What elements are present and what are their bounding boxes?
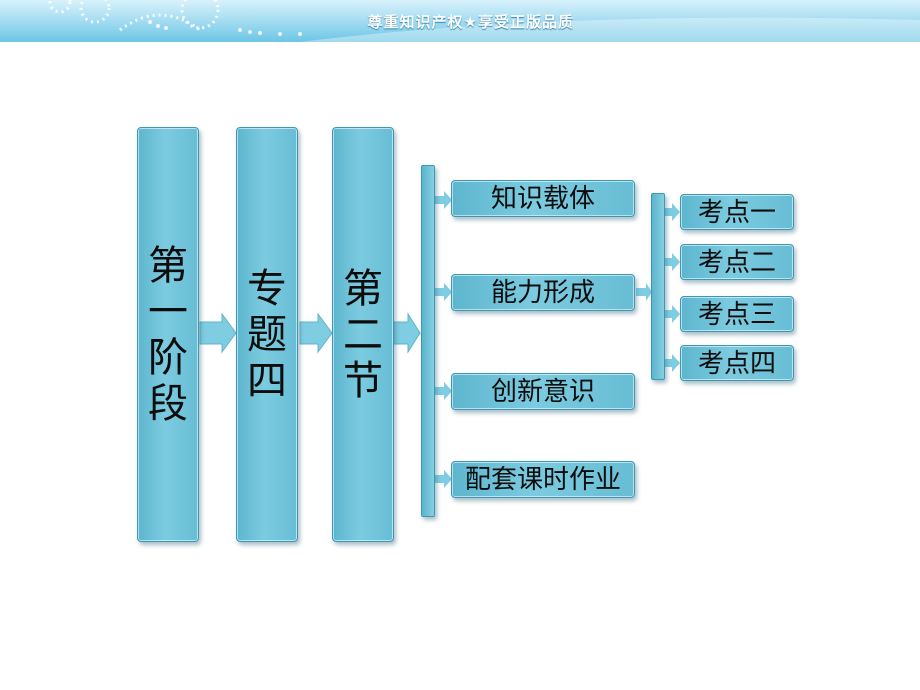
section-innovation[interactable]: 创新意识: [451, 373, 635, 410]
small-arrow-icon: [664, 305, 680, 323]
point-three[interactable]: 考点三: [680, 296, 794, 332]
point-label: 考点四: [697, 349, 776, 379]
arrow-icon: [393, 312, 421, 354]
level-label: 第一阶段: [148, 242, 188, 427]
section-label: 创新意识: [490, 377, 595, 407]
small-arrow-icon: [434, 283, 452, 301]
small-arrow-icon: [664, 253, 680, 271]
section-homework[interactable]: 配套课时作业: [451, 461, 635, 498]
arrow-icon: [199, 312, 237, 354]
points-bracket: [651, 193, 665, 380]
copyright-slogan: 尊重知识产权★享受正版品质: [367, 13, 574, 31]
sections-bracket: [421, 165, 435, 517]
small-arrow-icon: [434, 470, 452, 488]
level-box-topic[interactable]: 专题四: [236, 127, 298, 542]
point-four[interactable]: 考点四: [680, 345, 794, 381]
small-arrow-icon: [664, 354, 680, 372]
point-one[interactable]: 考点一: [680, 194, 794, 230]
point-label: 考点二: [697, 248, 776, 278]
section-label: 知识载体: [490, 184, 595, 214]
level-label: 第二节: [343, 265, 383, 404]
point-label: 考点三: [697, 300, 776, 330]
top-banner: 尊重知识产权★享受正版品质: [0, 0, 920, 42]
small-arrow-icon: [434, 191, 452, 209]
level-box-section[interactable]: 第二节: [332, 127, 394, 542]
small-arrow-icon: [434, 382, 452, 400]
section-label: 能力形成: [490, 278, 595, 308]
small-arrow-icon: [664, 203, 680, 221]
level-label: 专题四: [247, 265, 287, 404]
section-knowledge[interactable]: 知识载体: [451, 180, 635, 217]
small-arrow-icon: [636, 283, 652, 301]
arrow-icon: [299, 312, 333, 354]
point-two[interactable]: 考点二: [680, 244, 794, 280]
decorative-swirls: [48, 0, 920, 42]
level-box-stage[interactable]: 第一阶段: [137, 127, 199, 542]
point-label: 考点一: [697, 198, 776, 228]
section-label: 配套课时作业: [464, 465, 621, 495]
section-ability[interactable]: 能力形成: [451, 274, 635, 311]
